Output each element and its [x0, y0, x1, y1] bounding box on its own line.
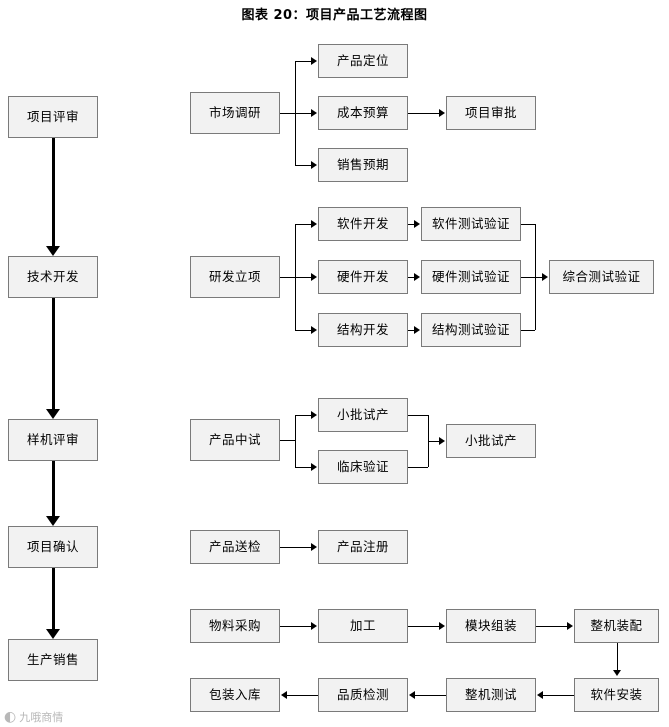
row6-arrow-left-icon-2 — [409, 691, 415, 699]
row3-branch-line-0 — [295, 415, 312, 416]
row2-test-arrow-2 — [414, 326, 420, 334]
row3-branch-arrow-1 — [311, 463, 317, 471]
row1-source-stub — [280, 113, 295, 114]
row3-merge-line-0 — [408, 415, 428, 416]
row3-source-stub — [280, 440, 295, 441]
left-chain-line-2 — [52, 461, 55, 517]
row2-dev-box-2: 结构开发 — [318, 313, 408, 347]
row6-arrow-left-icon-3 — [537, 691, 543, 699]
row2-dev-line-2 — [295, 330, 312, 331]
row2-dev-box-1: 硬件开发 — [318, 260, 408, 294]
row3-target-arrow — [439, 437, 445, 445]
row1-target-line — [408, 113, 440, 114]
row1-target-arrow — [439, 109, 445, 117]
left-chain-arrow-3 — [46, 629, 60, 639]
left-chain-arrow-0 — [46, 246, 60, 256]
left-stage-box-3: 项目确认 — [8, 526, 98, 568]
row2-test-line-0 — [408, 224, 415, 225]
row1-branch-arrow-1 — [311, 109, 317, 117]
small-batch-box: 小批试产 — [446, 424, 536, 458]
row6-line-3 — [542, 695, 574, 696]
row6-line-2 — [414, 695, 446, 696]
row2-test-arrow-0 — [414, 220, 420, 228]
pilot-run-box: 产品中试 — [190, 419, 280, 461]
row2-source-stub — [280, 277, 295, 278]
row3-branch-box-0: 小批试产 — [318, 398, 408, 432]
row6-box-1: 品质检测 — [318, 678, 408, 712]
row2-merge-line-2 — [521, 330, 535, 331]
row1-branch-box-0: 产品定位 — [318, 44, 408, 78]
row5-to-row6-arrow — [613, 670, 621, 676]
comprehensive-test-box: 综合测试验证 — [549, 260, 654, 294]
row3-bus — [295, 415, 296, 467]
row2-test-box-2: 结构测试验证 — [421, 313, 521, 347]
row6-box-3: 软件安装 — [574, 678, 659, 712]
row6-box-2: 整机测试 — [446, 678, 536, 712]
row5-box-2: 模块组装 — [446, 609, 536, 643]
row4-box-1: 产品注册 — [318, 530, 408, 564]
row2-dev-arrow-2 — [311, 326, 317, 334]
row2-test-box-1: 硬件测试验证 — [421, 260, 521, 294]
left-chain-line-0 — [52, 138, 55, 247]
row4-arrow — [311, 543, 317, 551]
row1-branch-box-2: 销售预期 — [318, 148, 408, 182]
row5-to-row6-line — [616, 643, 618, 671]
row3-merge-line-1 — [408, 467, 428, 468]
rd-project-box: 研发立项 — [190, 256, 280, 298]
row2-merge-line-0 — [521, 224, 535, 225]
row5-line-0 — [280, 626, 312, 627]
row2-final-line — [535, 277, 543, 278]
row4-line — [280, 547, 312, 548]
row2-dev-line-1 — [295, 277, 312, 278]
row2-dev-arrow-1 — [311, 273, 317, 281]
row5-line-2 — [536, 626, 568, 627]
row2-final-arrow — [542, 273, 548, 281]
row3-branch-arrow-0 — [311, 411, 317, 419]
row1-branch-box-1: 成本预算 — [318, 96, 408, 130]
row1-branch-line-0 — [295, 61, 312, 62]
left-stage-box-4: 生产销售 — [8, 639, 98, 681]
row1-branch-arrow-2 — [311, 161, 317, 169]
project-approval-box: 项目审批 — [446, 96, 536, 130]
row3-branch-line-1 — [295, 467, 312, 468]
row5-box-1: 加工 — [318, 609, 408, 643]
row4-box-0: 产品送检 — [190, 530, 280, 564]
row5-arrow-2 — [567, 622, 573, 630]
watermark-icon: ◐ — [4, 709, 17, 725]
row6-box-0: 包装入库 — [190, 678, 280, 712]
row1-branch-line-1 — [295, 113, 312, 114]
row6-line-1 — [286, 695, 318, 696]
row5-arrow-0 — [311, 622, 317, 630]
row3-target-line — [428, 441, 440, 442]
row1-branch-arrow-0 — [311, 57, 317, 65]
chart-title: 图表 20：项目产品工艺流程图 — [241, 8, 428, 23]
watermark-text: 九哦商情 — [19, 711, 64, 724]
row5-box-0: 物料采购 — [190, 609, 280, 643]
left-stage-box-1: 技术开发 — [8, 256, 98, 298]
row2-test-line-2 — [408, 330, 415, 331]
row2-test-arrow-1 — [414, 273, 420, 281]
row2-dev-arrow-0 — [311, 220, 317, 228]
left-chain-arrow-2 — [46, 516, 60, 526]
row2-test-box-0: 软件测试验证 — [421, 207, 521, 241]
row1-branch-line-2 — [295, 165, 312, 166]
row5-box-3: 整机装配 — [574, 609, 659, 643]
row6-arrow-left-icon-1 — [281, 691, 287, 699]
row3-branch-box-1: 临床验证 — [318, 450, 408, 484]
row2-dev-box-0: 软件开发 — [318, 207, 408, 241]
left-chain-arrow-1 — [46, 409, 60, 419]
row5-arrow-1 — [439, 622, 445, 630]
left-chain-line-3 — [52, 568, 55, 630]
row2-dev-line-0 — [295, 224, 312, 225]
left-chain-line-1 — [52, 298, 55, 410]
row2-test-line-1 — [408, 277, 415, 278]
market-research-box: 市场调研 — [190, 92, 280, 134]
row2-merge-line-1 — [521, 277, 535, 278]
row5-line-1 — [408, 626, 440, 627]
left-stage-box-2: 样机评审 — [8, 419, 98, 461]
watermark: ◐ 九哦商情 — [4, 709, 63, 725]
left-stage-box-0: 项目评审 — [8, 96, 98, 138]
